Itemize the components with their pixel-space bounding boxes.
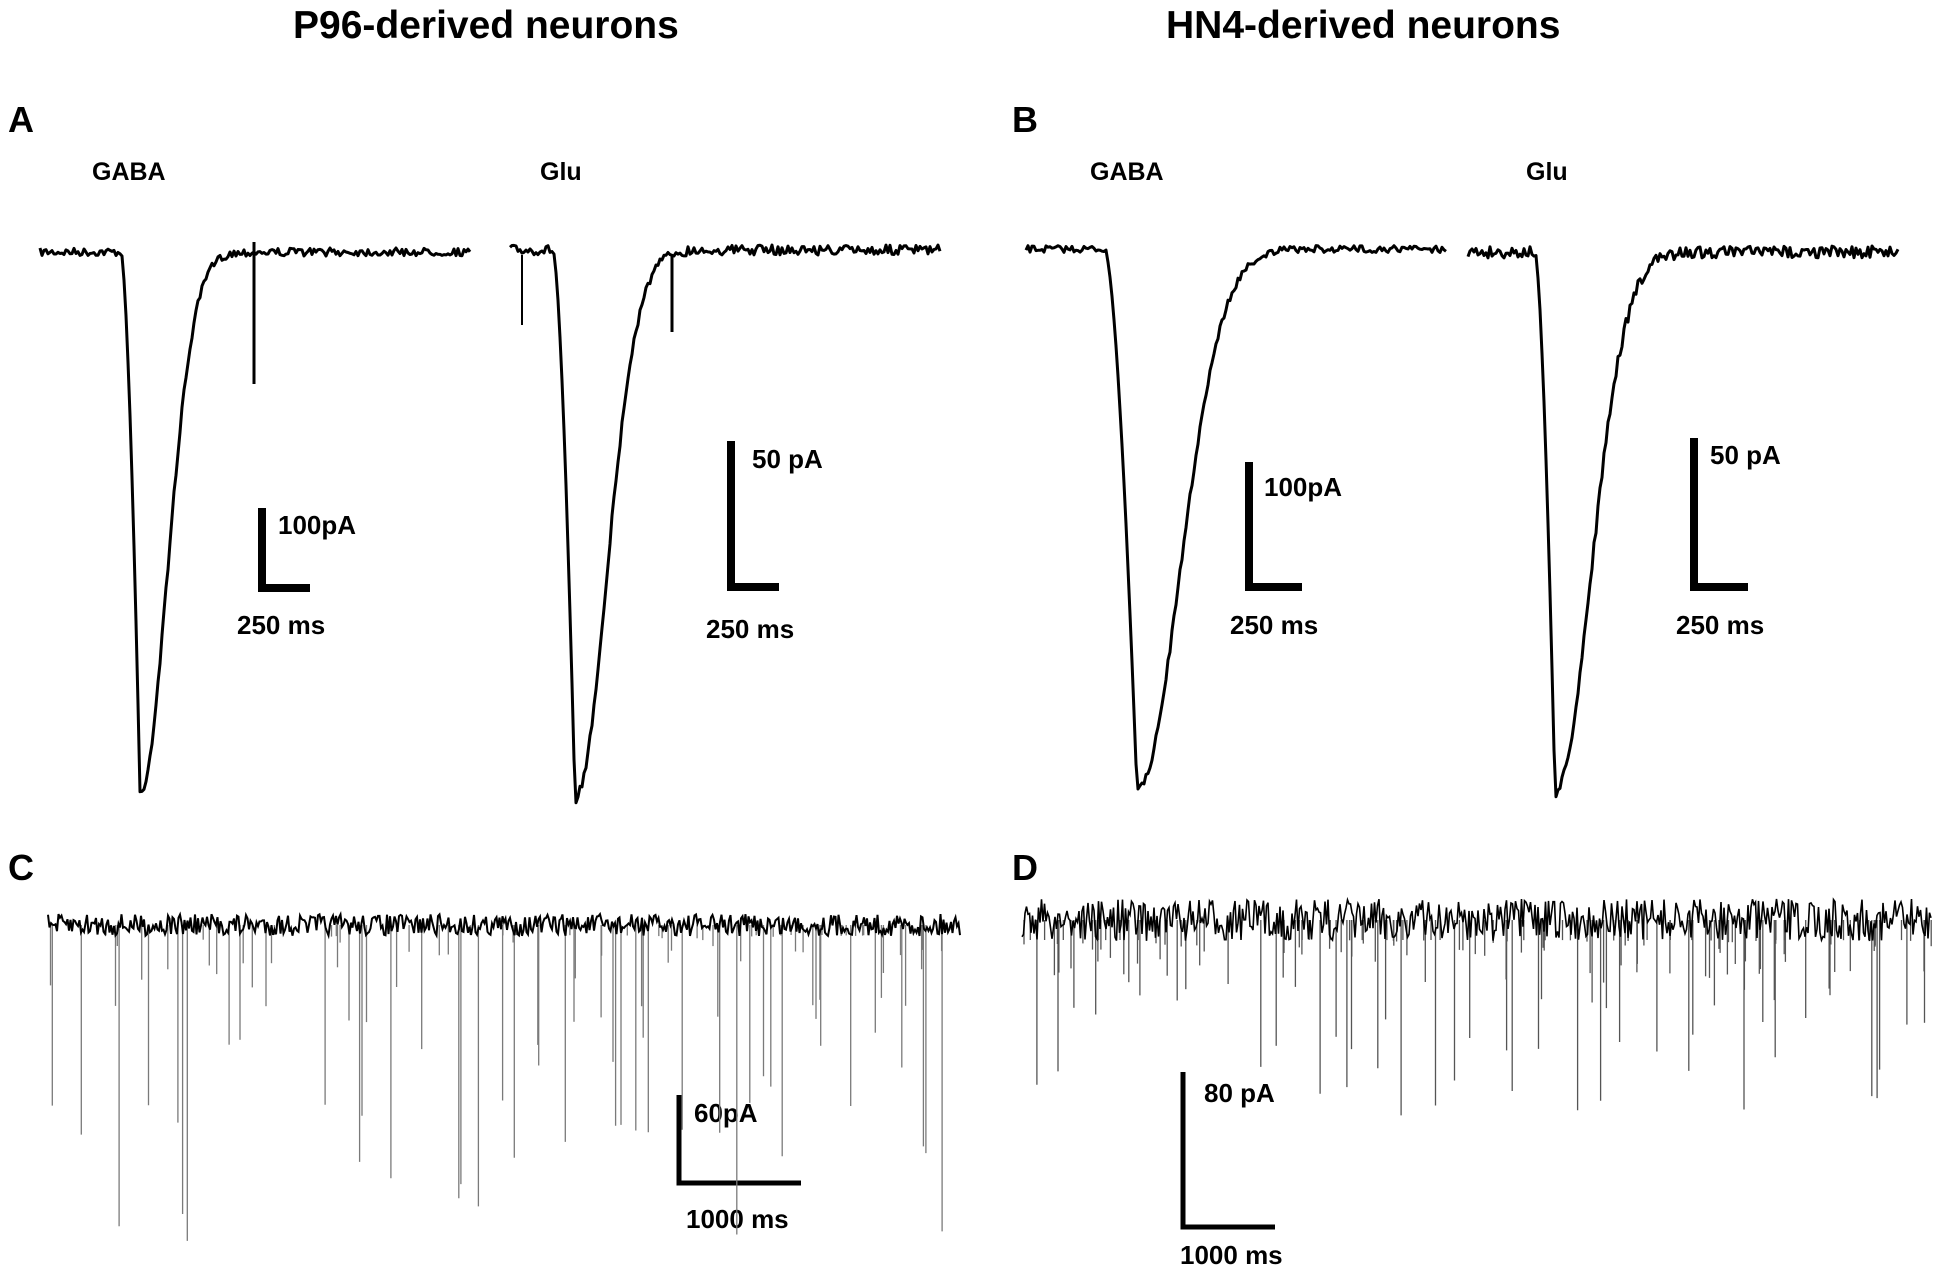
scale-amplitude-d: 80 pA [1204,1078,1275,1108]
trace-d-events [1023,920,1932,1116]
trace-c-events [49,925,943,1241]
panel-label-a: A [8,99,34,140]
trace-b-glu [1466,244,1900,799]
scale-bar-d [1180,1072,1275,1230]
scale-time-a-glu: 250 ms [706,614,795,644]
trace-label-a-gaba: GABA [92,158,166,186]
heading-p96-neurons: P96-derived neurons [293,4,679,47]
scale-bar-b-glu [1690,438,1748,591]
trace-d-baseline [1021,896,1932,943]
scale-amplitude-b-glu: 50 pA [1710,440,1781,470]
scale-bar-a-glu [727,441,779,591]
trace-label-a-glu: Glu [540,158,582,186]
scale-amplitude-c: 60pA [694,1098,758,1128]
scale-time-b-gaba: 250 ms [1230,610,1319,640]
panel-label-c: C [8,847,34,888]
scale-amplitude-a-glu: 50 pA [752,444,823,474]
trace-c-baseline [47,910,961,940]
scale-bar-b-gaba [1245,462,1302,591]
trace-label-b-gaba: GABA [1090,158,1164,186]
scale-bar-a-gaba [258,508,310,592]
scale-bar-c [676,1095,801,1186]
trace-label-b-glu: Glu [1526,158,1568,186]
scale-time-a-gaba: 250 ms [237,610,326,640]
scale-time-d: 1000 ms [1180,1240,1283,1270]
scale-time-b-glu: 250 ms [1676,610,1765,640]
scale-amplitude-a-gaba: 100pA [278,510,357,540]
panel-label-d: D [1012,847,1038,888]
heading-hn4-neurons: HN4-derived neurons [1166,4,1561,47]
panel-label-b: B [1012,99,1038,140]
scale-amplitude-b-gaba: 100pA [1264,472,1343,502]
trace-a-glu [508,243,942,805]
trace-b-gaba [1024,244,1447,791]
